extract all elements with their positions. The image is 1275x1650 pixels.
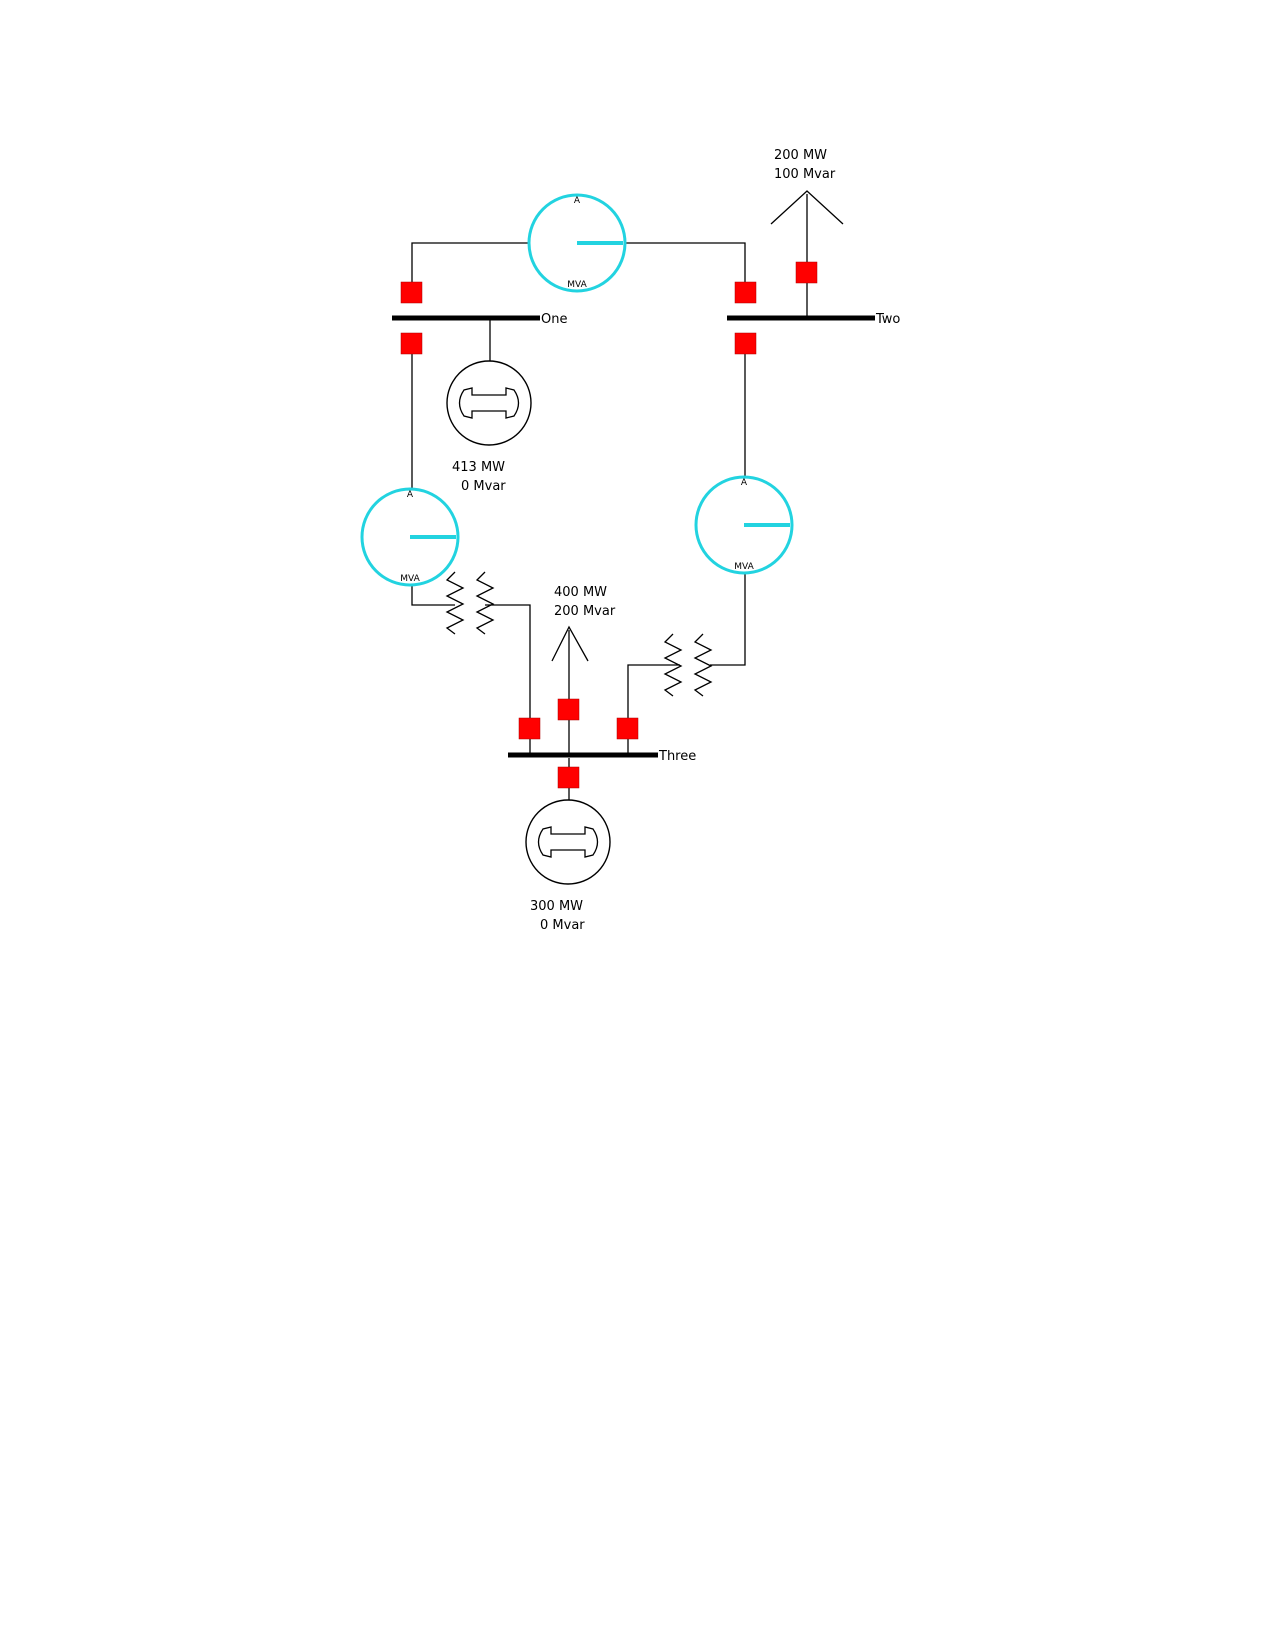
transformer-right-secondary-winding <box>693 633 713 697</box>
bus-one-label: One <box>541 312 567 327</box>
transformer-left <box>445 571 495 635</box>
meter-line-one-two[interactable]: A MVA <box>527 193 627 293</box>
load-three-mw: 400 MW <box>554 585 607 600</box>
load-two-arrow-icon <box>770 190 844 225</box>
breakers <box>400 261 818 789</box>
generator-three-icon <box>525 799 611 885</box>
generator-one-icon <box>446 360 532 446</box>
breaker-three-left[interactable] <box>518 717 541 740</box>
breaker-two-bottom[interactable] <box>734 332 757 355</box>
meter-line-one-two-bottom-unit: MVA <box>567 280 587 290</box>
breaker-gen-three[interactable] <box>557 766 580 789</box>
generator-one-mw: 413 MW <box>452 460 505 475</box>
generator-one[interactable]: 413 MW 0 Mvar <box>446 360 532 494</box>
line-one-three-lower <box>411 600 455 606</box>
load-two-mw: 200 MW <box>774 148 827 163</box>
breaker-one-top[interactable] <box>400 281 423 304</box>
generator-three-mvar: 0 Mvar <box>540 918 585 933</box>
meter-line-two-three[interactable]: A MVA <box>694 475 794 575</box>
generator-three[interactable]: 300 MW 0 Mvar <box>525 799 611 933</box>
breaker-load-three[interactable] <box>557 698 580 721</box>
generator-three-mw: 300 MW <box>530 899 583 914</box>
bus-one[interactable]: One <box>392 312 567 327</box>
breaker-one-bottom[interactable] <box>400 332 423 355</box>
line-two-three-upper <box>710 345 746 666</box>
transformer-left-secondary-winding <box>475 571 495 635</box>
breaker-load-two[interactable] <box>795 261 818 284</box>
bus-three-label: Three <box>658 749 696 764</box>
line-two-three-to-bus <box>627 664 680 755</box>
generator-one-mvar: 0 Mvar <box>461 479 506 494</box>
breaker-two-top[interactable] <box>734 281 757 304</box>
meter-line-one-three[interactable]: A MVA <box>360 487 460 587</box>
meter-line-one-two-top-unit: A <box>574 196 581 206</box>
meter-line-two-three-bottom-unit: MVA <box>734 562 754 572</box>
bus-two[interactable]: Two <box>727 312 900 327</box>
meter-line-one-three-bottom-unit: MVA <box>400 574 420 584</box>
generator-three-rotor-symbol <box>537 826 599 858</box>
transformer-left-primary-winding <box>445 571 465 635</box>
meter-line-one-three-top-unit: A <box>407 490 414 500</box>
meter-line-two-three-top-unit: A <box>741 478 748 488</box>
load-two[interactable]: 200 MW 100 Mvar <box>770 148 844 225</box>
breaker-three-right[interactable] <box>616 717 639 740</box>
load-three-mvar: 200 Mvar <box>554 604 616 619</box>
generator-one-rotor-symbol <box>458 387 520 419</box>
load-two-mvar: 100 Mvar <box>774 167 836 182</box>
load-three[interactable]: 400 MW 200 Mvar <box>551 585 616 662</box>
line-one-three-to-bus <box>485 604 531 755</box>
transformer-right <box>663 633 713 697</box>
load-three-arrow-icon <box>551 625 589 662</box>
transformer-right-primary-winding <box>663 633 683 697</box>
bus-three[interactable]: Three <box>508 749 696 764</box>
bus-two-label: Two <box>875 312 900 327</box>
